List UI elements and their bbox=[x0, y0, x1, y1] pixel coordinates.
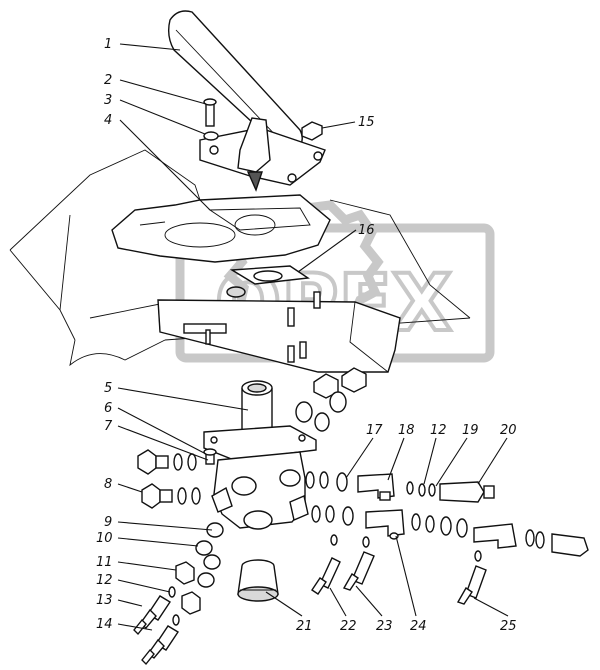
connector-22 bbox=[311, 534, 341, 595]
callout-label: 21 bbox=[296, 619, 313, 634]
nut-fitting bbox=[175, 561, 201, 615]
hose-fitting-14 bbox=[141, 625, 179, 666]
o-rings-right-upper bbox=[305, 471, 348, 492]
callout-label: 23 bbox=[376, 619, 393, 634]
valve-cap bbox=[237, 559, 279, 602]
lever-bracket bbox=[199, 117, 326, 192]
sealing-washers bbox=[168, 586, 180, 626]
tee-fitting-24 bbox=[365, 509, 405, 540]
callout-label: 25 bbox=[500, 619, 517, 634]
callout-label: 1 bbox=[104, 37, 112, 52]
gasket bbox=[229, 265, 310, 285]
callout-label: 15 bbox=[358, 115, 375, 130]
mount-box bbox=[157, 286, 401, 373]
hose-fitting-13 bbox=[133, 595, 171, 636]
callout-label: 16 bbox=[358, 223, 375, 238]
callout-label: 14 bbox=[96, 617, 113, 632]
washers-right-lower bbox=[411, 513, 468, 538]
callout-label: 11 bbox=[96, 555, 113, 570]
callout-label: 13 bbox=[96, 593, 113, 608]
plug-lower bbox=[141, 483, 173, 509]
callout-label: 18 bbox=[398, 423, 415, 438]
callout-label: 6 bbox=[104, 401, 112, 416]
connector-23 bbox=[342, 536, 375, 591]
callout-label: 9 bbox=[104, 515, 112, 530]
callout-label: 17 bbox=[366, 423, 383, 438]
callout-label: 24 bbox=[410, 619, 427, 634]
callout-label: 12 bbox=[430, 423, 447, 438]
o-ring-10 bbox=[195, 540, 213, 556]
leader-lines bbox=[117, 43, 509, 631]
o-rings-upper bbox=[173, 453, 197, 471]
brake-valve-lever bbox=[167, 10, 303, 153]
screw-with-washer bbox=[203, 448, 217, 465]
o-rings-right-lower bbox=[311, 505, 354, 526]
plug-upper bbox=[137, 449, 169, 475]
o-ring-stack-left bbox=[197, 554, 221, 588]
callout-label: 7 bbox=[104, 419, 113, 434]
connector-25 bbox=[456, 550, 487, 605]
callout-label: 20 bbox=[500, 423, 517, 438]
callout-label: 22 bbox=[340, 619, 357, 634]
callout-label: 2 bbox=[104, 73, 112, 88]
elbow-fittings-upper bbox=[295, 367, 367, 432]
nut bbox=[301, 121, 323, 141]
elbow-fitting-18 bbox=[357, 473, 395, 501]
gasket-plate bbox=[111, 194, 331, 263]
bolt bbox=[203, 98, 217, 127]
brake-valve-body bbox=[203, 380, 317, 530]
o-rings-lower bbox=[177, 487, 201, 505]
callout-label: 4 bbox=[104, 113, 112, 128]
callout-label: 12 bbox=[96, 573, 113, 588]
elbow-fitting-right bbox=[473, 523, 545, 549]
callout-labels: 1 2 3 4 15 16 5 6 7 17 18 12 19 20 8 9 1… bbox=[96, 37, 517, 634]
callout-label: 19 bbox=[462, 423, 479, 438]
washer bbox=[203, 131, 219, 141]
fitting-20 bbox=[439, 481, 495, 503]
callout-label: 5 bbox=[104, 381, 112, 396]
callout-label: 10 bbox=[96, 531, 113, 546]
callout-label: 3 bbox=[104, 93, 112, 108]
fitting-right-end bbox=[551, 533, 589, 557]
washers-right-upper bbox=[406, 481, 436, 497]
callout-label: 8 bbox=[104, 477, 112, 492]
